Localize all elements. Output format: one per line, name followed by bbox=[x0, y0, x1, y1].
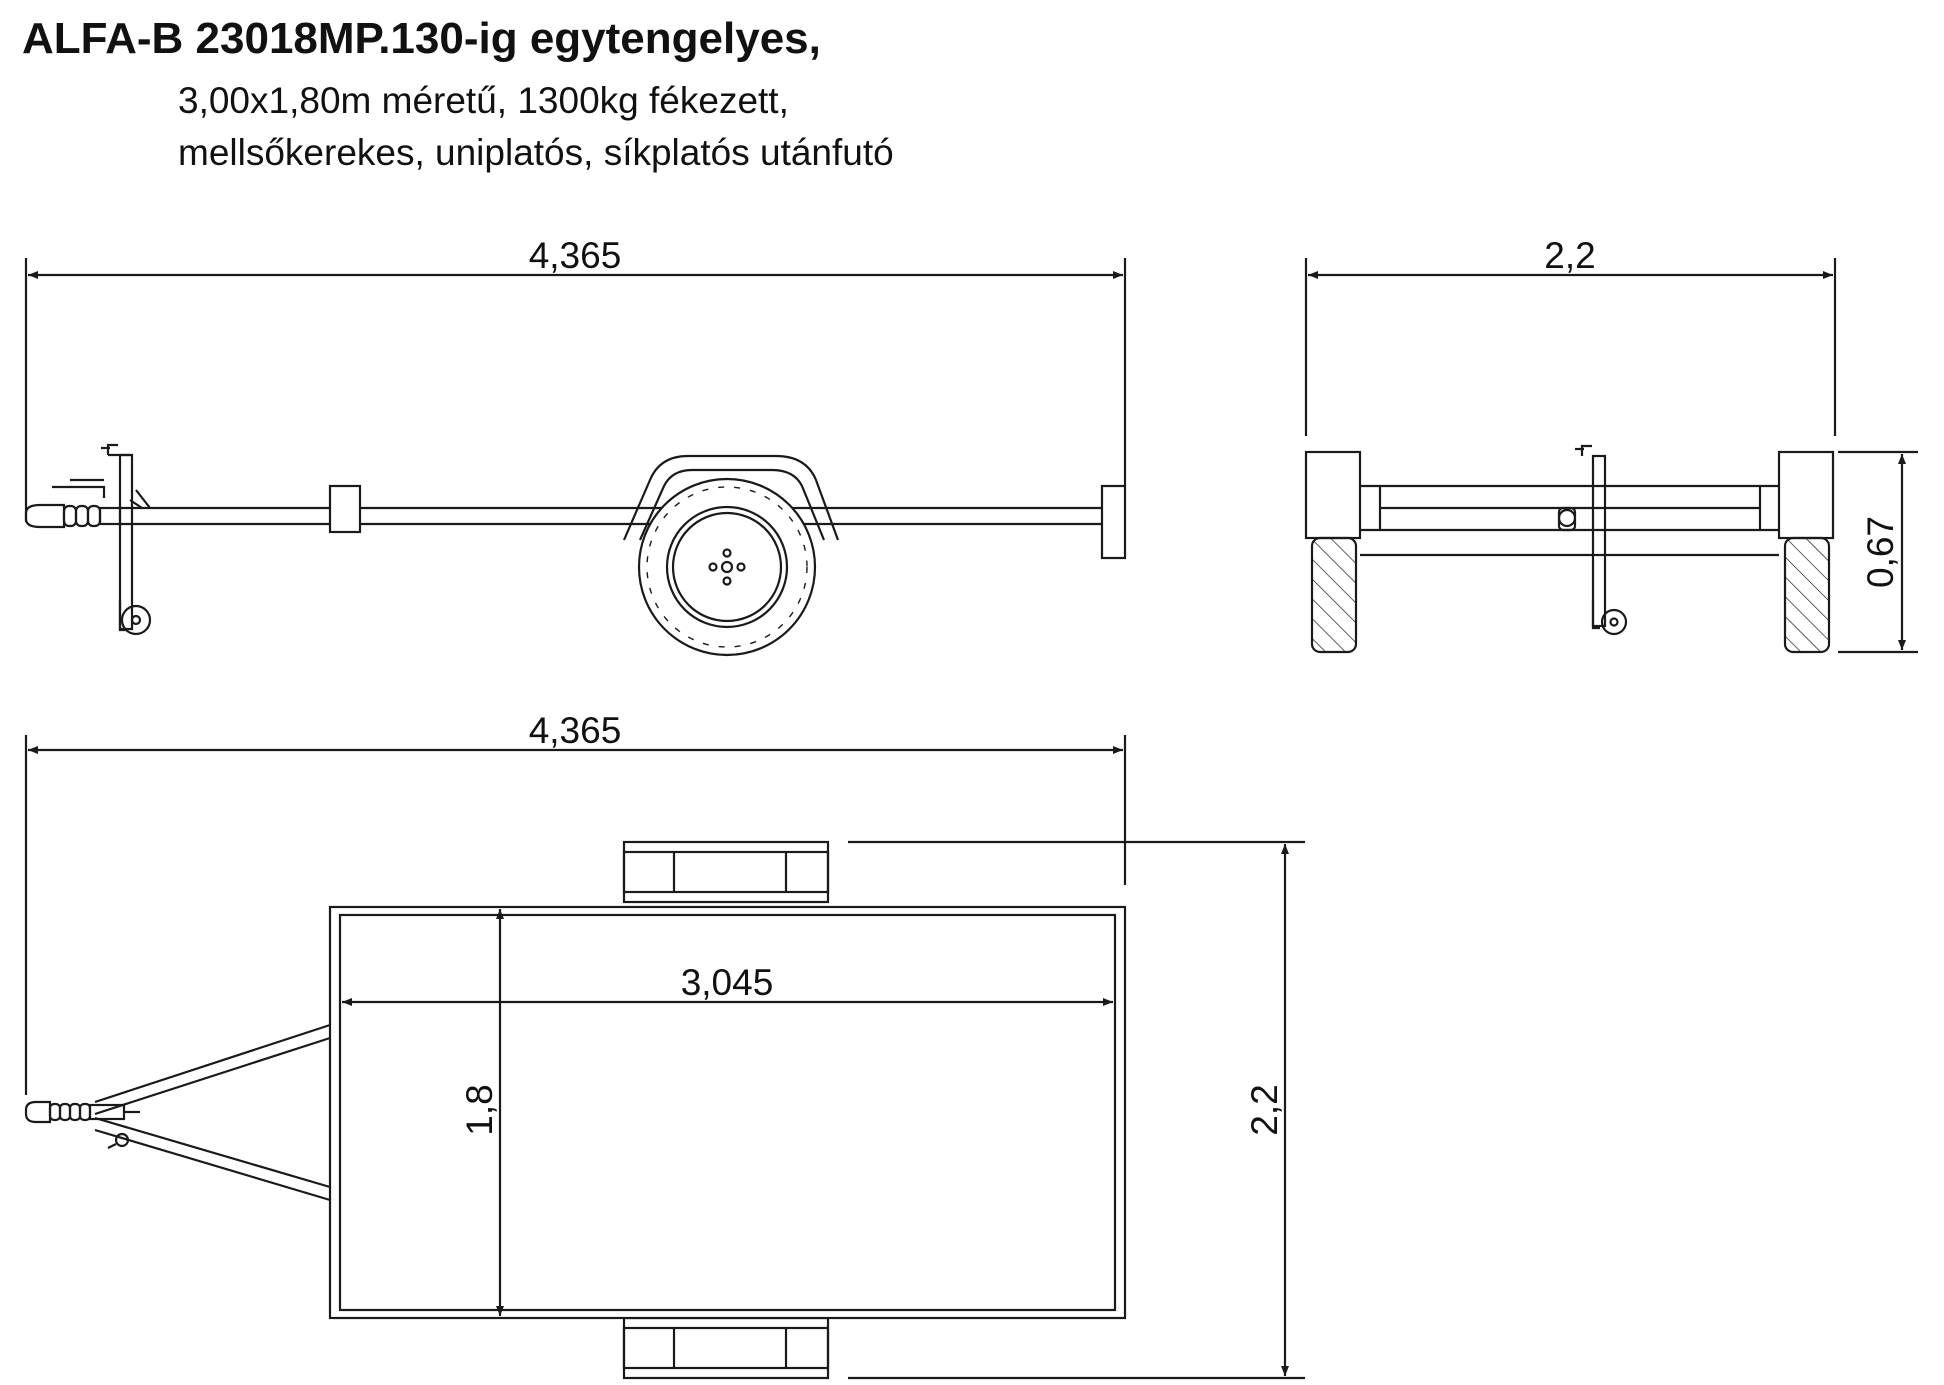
drawing-subtitle-line-2: mellsőkerekes, uniplatós, síkplatós után… bbox=[178, 132, 894, 173]
side-length-label: 4,365 bbox=[529, 235, 622, 276]
deck-inner bbox=[338, 913, 1117, 1312]
side-length-dimension: 4,365 bbox=[24, 235, 1127, 522]
top-length-dimension: 4,365 bbox=[24, 710, 1127, 1095]
right-fender bbox=[1777, 450, 1835, 540]
overall-width-label: 2,2 bbox=[1244, 1084, 1285, 1135]
front-width-label: 2,2 bbox=[1544, 235, 1595, 276]
coupling-head bbox=[24, 503, 66, 529]
frame-front-block bbox=[328, 484, 362, 534]
left-tyre bbox=[1310, 536, 1358, 654]
deck-length-dimension: 3,045 bbox=[342, 962, 1113, 1006]
top-length-label: 4,365 bbox=[529, 710, 622, 751]
front-height-label: 0,67 bbox=[1860, 516, 1901, 588]
deck-outer bbox=[328, 905, 1127, 1320]
overall-width-dimension: 2,2 bbox=[848, 840, 1305, 1380]
deck-length-label: 3,045 bbox=[681, 962, 774, 1003]
frame-rear-block bbox=[1100, 484, 1127, 560]
front-view: 2,2 0,67 bbox=[1304, 235, 1918, 654]
drawing-title: ALFA-B 23018MP.130-ig egytengelyes, bbox=[22, 14, 821, 63]
top-view: 4,365 3,045 bbox=[24, 710, 1305, 1380]
deck-width-label: 1,8 bbox=[459, 1084, 500, 1135]
fender bbox=[622, 454, 840, 541]
top-coupling-head bbox=[24, 1100, 52, 1124]
drawing-subtitle-line-1: 3,00x1,80m méretű, 1300kg fékezett, bbox=[178, 80, 789, 121]
side-view: 4,365 bbox=[24, 235, 1127, 657]
jockey-wheel bbox=[101, 443, 152, 636]
side-wheel bbox=[637, 477, 817, 657]
right-tyre bbox=[1783, 536, 1831, 654]
deck-width-dimension: 1,8 bbox=[459, 909, 504, 1316]
front-height-dimension: 0,67 bbox=[1838, 450, 1918, 654]
left-fender bbox=[1304, 450, 1362, 540]
front-width-dimension: 2,2 bbox=[1304, 235, 1837, 436]
